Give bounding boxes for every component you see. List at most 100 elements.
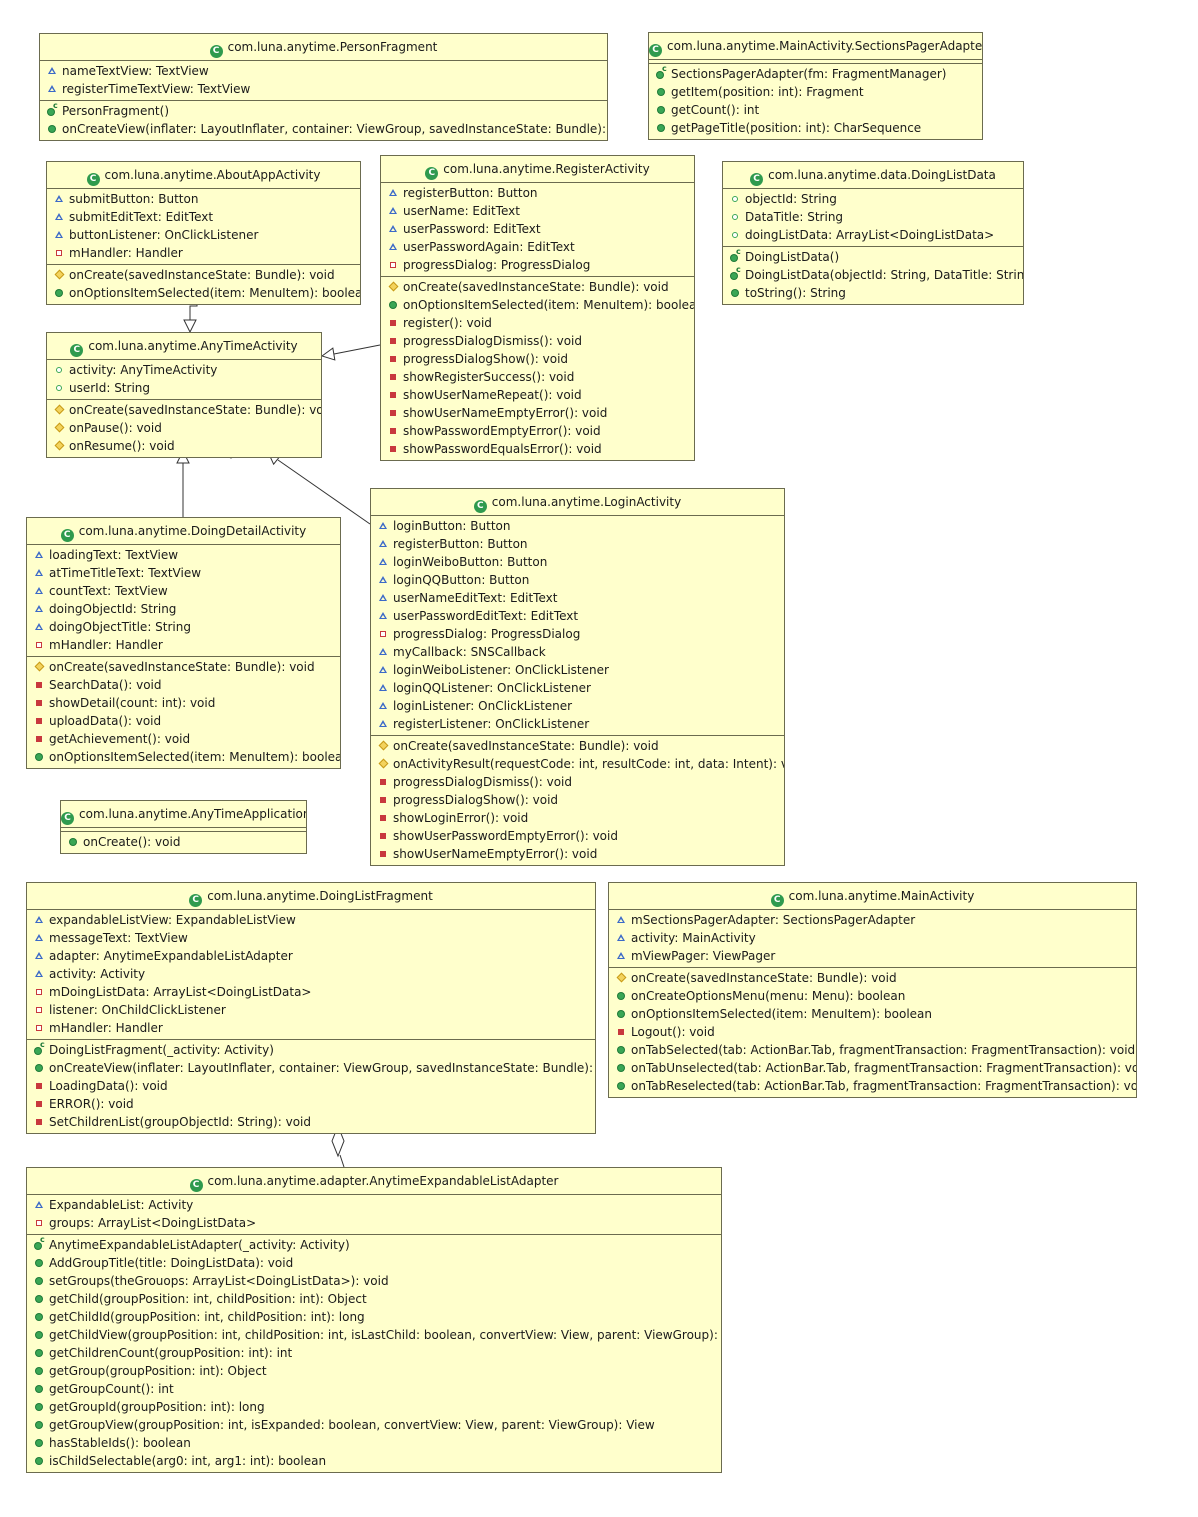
method-row[interactable]: Logout(): void [609, 1023, 1136, 1041]
field-row[interactable]: loginQQListener: OnClickListener [371, 679, 784, 697]
field-row[interactable]: mHandler: Handler [47, 244, 360, 262]
method-row[interactable]: onActivityResult(requestCode: int, resul… [371, 755, 784, 773]
method-row[interactable]: getPageTitle(position: int): CharSequenc… [649, 119, 982, 137]
method-row[interactable]: getItem(position: int): Fragment [649, 83, 982, 101]
method-row[interactable]: AddGroupTitle(title: DoingListData): voi… [27, 1254, 721, 1272]
field-row[interactable]: loginButton: Button [371, 517, 784, 535]
field-row[interactable]: messageText: TextView [27, 929, 595, 947]
field-row[interactable]: activity: AnyTimeActivity [47, 361, 321, 379]
method-row[interactable]: register(): void [381, 314, 694, 332]
field-row[interactable]: activity: MainActivity [609, 929, 1136, 947]
field-row[interactable]: buttonListener: OnClickListener [47, 226, 360, 244]
field-row[interactable]: userName: EditText [381, 202, 694, 220]
method-row[interactable]: SectionsPagerAdapter(fm: FragmentManager… [649, 64, 982, 83]
method-row[interactable]: toString(): String [723, 284, 1023, 302]
field-row[interactable]: countText: TextView [27, 582, 340, 600]
field-row[interactable]: atTimeTitleText: TextView [27, 564, 340, 582]
field-row[interactable]: progressDialog: ProgressDialog [381, 256, 694, 274]
field-row[interactable]: mSectionsPagerAdapter: SectionsPagerAdap… [609, 911, 1136, 929]
field-row[interactable]: registerTimeTextView: TextView [40, 80, 607, 98]
field-row[interactable]: DataTitle: String [723, 208, 1023, 226]
method-row[interactable]: showPasswordEqualsError(): void [381, 440, 694, 458]
method-row[interactable]: isChildSelectable(arg0: int, arg1: int):… [27, 1452, 721, 1470]
method-row[interactable]: onCreate(savedInstanceState: Bundle): vo… [371, 737, 784, 755]
field-row[interactable]: userPasswordAgain: EditText [381, 238, 694, 256]
field-row[interactable]: mHandler: Handler [27, 1019, 595, 1037]
method-row[interactable]: getAchievement(): void [27, 730, 340, 748]
method-row[interactable]: DoingListData() [723, 247, 1023, 266]
method-row[interactable]: showPasswordEmptyError(): void [381, 422, 694, 440]
method-row[interactable]: onCreateOptionsMenu(menu: Menu): boolean [609, 987, 1136, 1005]
field-row[interactable]: loadingText: TextView [27, 546, 340, 564]
method-row[interactable]: onTabSelected(tab: ActionBar.Tab, fragme… [609, 1041, 1136, 1059]
field-row[interactable]: userPassword: EditText [381, 220, 694, 238]
field-row[interactable]: groups: ArrayList<DoingListData> [27, 1214, 721, 1232]
field-row[interactable]: nameTextView: TextView [40, 62, 607, 80]
field-row[interactable]: doingObjectTitle: String [27, 618, 340, 636]
method-row[interactable]: onCreate(savedInstanceState: Bundle): vo… [47, 266, 360, 284]
field-row[interactable]: loginWeiboButton: Button [371, 553, 784, 571]
field-row[interactable]: loginQQButton: Button [371, 571, 784, 589]
method-row[interactable]: onOptionsItemSelected(item: MenuItem): b… [609, 1005, 1136, 1023]
field-row[interactable]: doingObjectId: String [27, 600, 340, 618]
method-row[interactable]: getGroupId(groupPosition: int): long [27, 1398, 721, 1416]
method-row[interactable]: getChildId(groupPosition: int, childPosi… [27, 1308, 721, 1326]
method-row[interactable]: LoadingData(): void [27, 1077, 595, 1095]
field-row[interactable]: mHandler: Handler [27, 636, 340, 654]
field-row[interactable]: registerButton: Button [371, 535, 784, 553]
field-row[interactable]: userId: String [47, 379, 321, 397]
method-row[interactable]: getChildView(groupPosition: int, childPo… [27, 1326, 721, 1344]
field-row[interactable]: activity: Activity [27, 965, 595, 983]
field-row[interactable]: progressDialog: ProgressDialog [371, 625, 784, 643]
field-row[interactable]: mViewPager: ViewPager [609, 947, 1136, 965]
method-row[interactable]: onCreate(savedInstanceState: Bundle): vo… [27, 658, 340, 676]
method-row[interactable]: AnytimeExpandableListAdapter(_activity: … [27, 1235, 721, 1254]
method-row[interactable]: getGroupCount(): int [27, 1380, 721, 1398]
method-row[interactable]: PersonFragment() [40, 101, 607, 120]
method-row[interactable]: showDetail(count: int): void [27, 694, 340, 712]
field-row[interactable]: submitEditText: EditText [47, 208, 360, 226]
method-row[interactable]: onCreate(savedInstanceState: Bundle): vo… [381, 278, 694, 296]
method-row[interactable]: ERROR(): void [27, 1095, 595, 1113]
method-row[interactable]: progressDialogShow(): void [381, 350, 694, 368]
method-row[interactable]: progressDialogDismiss(): void [381, 332, 694, 350]
field-row[interactable]: listener: OnChildClickListener [27, 1001, 595, 1019]
method-row[interactable]: progressDialogShow(): void [371, 791, 784, 809]
method-row[interactable]: onCreateView(inflater: LayoutInflater, c… [27, 1059, 595, 1077]
field-row[interactable]: registerListener: OnClickListener [371, 715, 784, 733]
method-row[interactable]: showLoginError(): void [371, 809, 784, 827]
method-row[interactable]: showUserNameEmptyError(): void [381, 404, 694, 422]
method-row[interactable]: SearchData(): void [27, 676, 340, 694]
method-row[interactable]: onCreate(): void [61, 833, 306, 851]
method-row[interactable]: progressDialogDismiss(): void [371, 773, 784, 791]
field-row[interactable]: doingListData: ArrayList<DoingListData> [723, 226, 1023, 244]
method-row[interactable]: onOptionsItemSelected(item: MenuItem): b… [27, 748, 340, 766]
field-row[interactable]: loginWeiboListener: OnClickListener [371, 661, 784, 679]
method-row[interactable]: DoingListFragment(_activity: Activity) [27, 1040, 595, 1059]
method-row[interactable]: hasStableIds(): boolean [27, 1434, 721, 1452]
method-row[interactable]: onTabReselected(tab: ActionBar.Tab, frag… [609, 1077, 1136, 1095]
method-row[interactable]: showUserNameRepeat(): void [381, 386, 694, 404]
method-row[interactable]: getGroup(groupPosition: int): Object [27, 1362, 721, 1380]
field-row[interactable]: myCallback: SNSCallback [371, 643, 784, 661]
method-row[interactable]: getChildrenCount(groupPosition: int): in… [27, 1344, 721, 1362]
method-row[interactable]: onCreateView(inflater: LayoutInflater, c… [40, 120, 607, 138]
method-row[interactable]: getChild(groupPosition: int, childPositi… [27, 1290, 721, 1308]
field-row[interactable]: adapter: AnytimeExpandableListAdapter [27, 947, 595, 965]
method-row[interactable]: onCreate(savedInstanceState: Bundle): vo… [47, 401, 321, 419]
field-row[interactable]: userNameEditText: EditText [371, 589, 784, 607]
method-row[interactable]: setGroups(theGrouops: ArrayList<DoingLis… [27, 1272, 721, 1290]
method-row[interactable]: onResume(): void [47, 437, 321, 455]
field-row[interactable]: loginListener: OnClickListener [371, 697, 784, 715]
method-row[interactable]: onOptionsItemSelected(item: MenuItem): b… [381, 296, 694, 314]
